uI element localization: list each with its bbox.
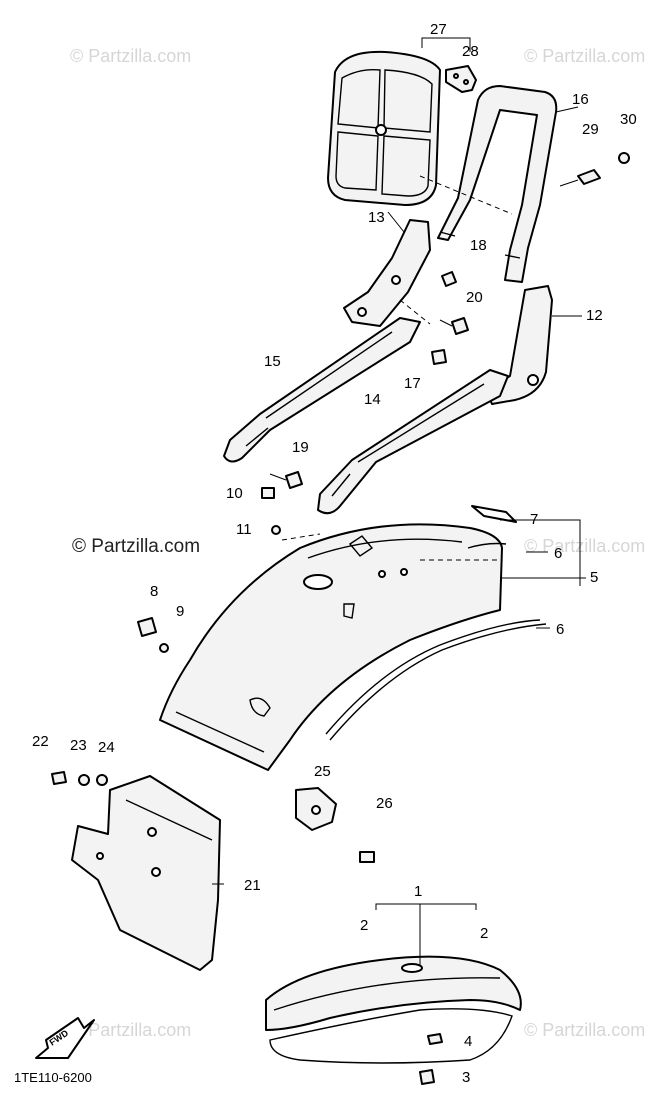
watermark-bottom-left: © Partzilla.com: [70, 1020, 191, 1040]
watermark-bottom-right: © Partzilla.com: [524, 1020, 645, 1040]
callout-5: 5: [590, 569, 598, 586]
stay-14: [317, 369, 509, 515]
callout-29: 29: [582, 121, 599, 138]
callout-9: 9: [176, 603, 184, 620]
assembly-lines: [281, 175, 513, 561]
diagram-code: 1TE110-6200: [14, 1070, 92, 1085]
bolt-8: [137, 617, 157, 637]
watermark-mid-left: © Partzilla.com: [72, 536, 200, 557]
stay-15: [223, 317, 421, 463]
fasteners-upper: [261, 152, 630, 535]
watermark-top-left: © Partzilla.com: [70, 46, 191, 66]
callout-6b: 6: [556, 621, 564, 638]
nut-30: [618, 152, 630, 164]
callout-7: 7: [530, 511, 538, 528]
callout-4: 4: [464, 1033, 472, 1050]
fasteners-lower-left: [51, 771, 108, 786]
bracket-13: [343, 219, 431, 327]
bolt-20: [451, 317, 469, 335]
nut-11: [271, 525, 281, 535]
callout-2a: 2: [360, 917, 368, 934]
bracket-28: [445, 65, 477, 93]
callout-13: 13: [368, 209, 385, 226]
bolt-26: [359, 851, 375, 863]
bracket-25: [295, 787, 337, 831]
washer-9: [159, 643, 169, 653]
fasteners-mid: [137, 617, 169, 653]
callout-3: 3: [462, 1069, 470, 1086]
callout-30: 30: [620, 111, 637, 128]
callout-25: 25: [314, 763, 331, 780]
callout-16: 16: [572, 91, 589, 108]
bolt-29: [577, 169, 601, 185]
callout-17: 17: [404, 375, 421, 392]
callout-6a: 6: [554, 545, 562, 562]
callout-22: 22: [32, 733, 49, 750]
inner-fender-21: [71, 775, 221, 971]
bolt-10: [261, 487, 275, 499]
front-fender-1: [265, 955, 522, 1064]
watermark-top-right: © Partzilla.com: [524, 46, 645, 66]
callout-8: 8: [150, 583, 158, 600]
trim-strips: [325, 505, 547, 741]
rear-fender-5: [159, 523, 503, 771]
bolt-22: [51, 771, 67, 785]
callout-24: 24: [98, 739, 115, 756]
watermark-mid-right: © Partzilla.com: [524, 536, 645, 556]
bolt-17: [431, 349, 447, 365]
callout-19: 19: [292, 439, 309, 456]
callout-labels: 27 28 16 29 30 13 18 20 12 15 17 14 19 1…: [32, 21, 637, 1086]
callout-18: 18: [470, 237, 487, 254]
watermark-group: © Partzilla.com © Partzilla.com © Partzi…: [70, 46, 645, 1040]
callout-1: 1: [414, 883, 422, 900]
callout-28: 28: [462, 43, 479, 60]
callout-21: 21: [244, 877, 261, 894]
nut-4: [427, 1033, 443, 1045]
callout-14: 14: [364, 391, 381, 408]
sissy-bar-16: [437, 85, 558, 283]
callout-20: 20: [466, 289, 483, 306]
callout-2b: 2: [480, 925, 488, 942]
callout-11: 11: [236, 521, 252, 538]
leader-lines: [212, 37, 586, 965]
callout-12: 12: [586, 307, 603, 324]
callout-10: 10: [226, 485, 243, 502]
bolt-3: [419, 1069, 435, 1085]
bolt-18: [441, 271, 457, 287]
callout-26: 26: [376, 795, 393, 812]
washer-23: [78, 774, 90, 786]
bolt-19: [285, 471, 303, 489]
nut-24: [96, 774, 108, 786]
callout-15: 15: [264, 353, 281, 370]
emblem-7: [471, 505, 517, 523]
callout-27: 27: [430, 21, 447, 38]
backrest-pad: [327, 50, 441, 206]
callout-23: 23: [70, 737, 87, 754]
